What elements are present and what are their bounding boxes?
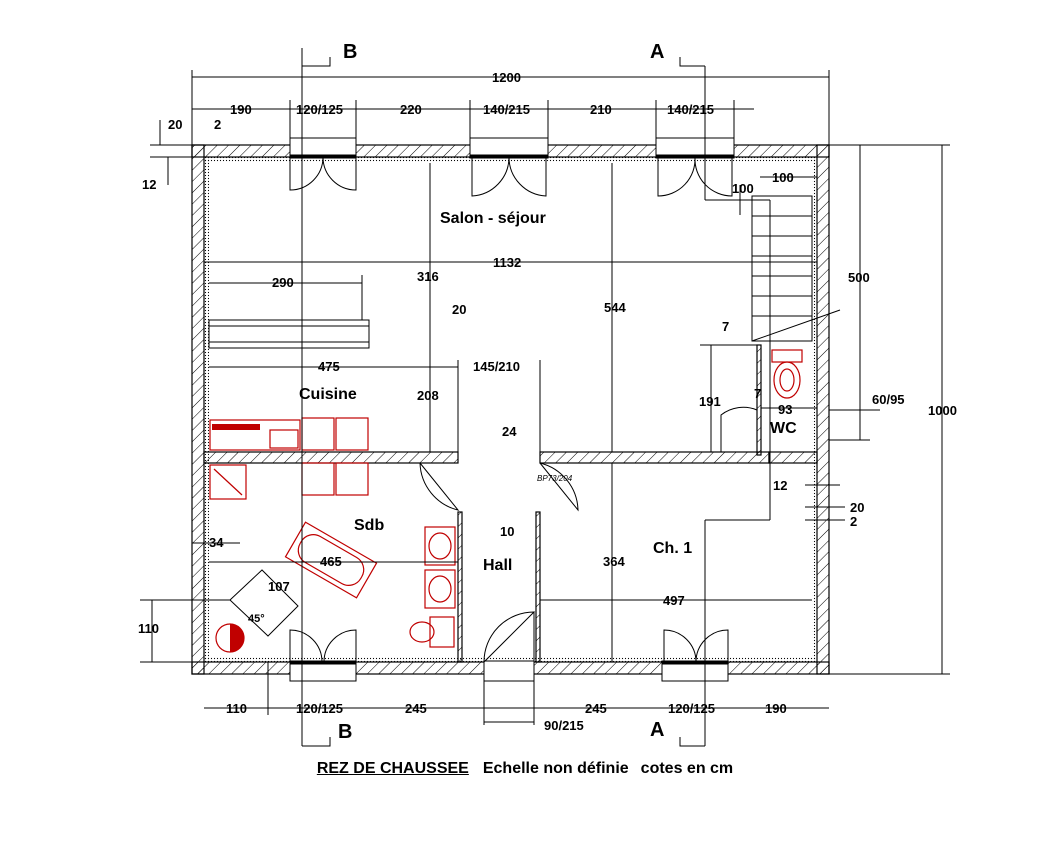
dim-107: 107 bbox=[268, 579, 290, 594]
dim-bottom-2: 120/125 bbox=[296, 701, 343, 716]
dim-bottom-1: 110 bbox=[226, 701, 247, 716]
dim-bp: BP73/204 bbox=[537, 474, 573, 483]
dim-10: 10 bbox=[500, 524, 514, 539]
dim-316: 316 bbox=[417, 269, 439, 284]
dim-500: 500 bbox=[848, 270, 870, 285]
dim-208: 208 bbox=[417, 388, 439, 403]
dim-45deg: 45° bbox=[248, 613, 265, 625]
dim-bottom-3: 245 bbox=[405, 701, 427, 716]
dim-total-width: 1200 bbox=[492, 70, 521, 85]
dim-1000: 1000 bbox=[928, 403, 957, 418]
plan-caption: REZ DE CHAUSSEE Echelle non définie cotes … bbox=[0, 760, 1050, 778]
dim-544: 544 bbox=[604, 300, 626, 315]
dim-2-r: 2 bbox=[850, 514, 857, 529]
dim-497: 497 bbox=[663, 593, 685, 608]
dim-top-5: 210 bbox=[590, 102, 612, 117]
door-swings-bottom bbox=[289, 611, 729, 663]
dim-364: 364 bbox=[603, 554, 625, 569]
window-swings-top bbox=[289, 156, 733, 197]
dim-top-1: 190 bbox=[230, 102, 252, 117]
section-a-bottom: A bbox=[650, 719, 664, 741]
dim-bottom-4: 245 bbox=[585, 701, 607, 716]
room-cuisine: Cuisine bbox=[299, 386, 357, 403]
dim-bottom-5: 120/125 bbox=[668, 701, 715, 716]
dim-1132: 1132 bbox=[493, 255, 521, 270]
room-labels: Salon - séjour Cuisine Sdb Hall Ch. 1 WC bbox=[299, 210, 797, 574]
room-wc: WC bbox=[770, 420, 797, 437]
dim-34: 34 bbox=[209, 535, 224, 550]
dim-top-4: 140/215 bbox=[483, 102, 530, 117]
dim-475: 475 bbox=[318, 359, 340, 374]
section-a-top: A bbox=[650, 41, 664, 63]
wc-door bbox=[720, 406, 758, 452]
dim-145210: 145/210 bbox=[473, 359, 520, 374]
dim-wall-2: 2 bbox=[214, 117, 221, 132]
caption-units: cotes en cm bbox=[640, 760, 734, 777]
dim-door-entry: 90/215 bbox=[544, 718, 584, 733]
dim-7-b: 7 bbox=[754, 386, 761, 401]
room-hall: Hall bbox=[483, 557, 512, 574]
section-b-bottom: B bbox=[338, 721, 352, 743]
dim-12-r: 12 bbox=[773, 478, 787, 493]
bathroom-fixtures bbox=[209, 464, 456, 653]
dimension-lines bbox=[140, 48, 950, 747]
room-ch1: Ch. 1 bbox=[653, 540, 692, 557]
dim-24: 24 bbox=[502, 424, 517, 439]
dim-110-v: 110 bbox=[138, 621, 159, 636]
dim-191: 191 bbox=[699, 394, 721, 409]
dim-wall-12: 12 bbox=[142, 177, 156, 192]
caption-scale: Echelle non définie bbox=[482, 760, 629, 777]
dim-top-2: 120/125 bbox=[296, 102, 343, 117]
kitchen-furniture bbox=[209, 417, 369, 496]
dim-20-b: 20 bbox=[452, 302, 466, 317]
dim-top-6: 140/215 bbox=[667, 102, 714, 117]
windows-bottom bbox=[289, 660, 729, 682]
dim-wall-20: 20 bbox=[168, 117, 182, 132]
dim-93: 93 bbox=[778, 402, 792, 417]
room-sdb: Sdb bbox=[354, 517, 384, 534]
section-markers: B A B A bbox=[338, 41, 664, 743]
caption-title: REZ DE CHAUSSEE bbox=[316, 760, 469, 777]
dimension-labels: 1200 190 120/125 220 140/215 210 140/215… bbox=[138, 70, 957, 733]
dim-290: 290 bbox=[272, 275, 294, 290]
section-b-top: B bbox=[343, 41, 357, 63]
hall-doors bbox=[419, 462, 579, 512]
dim-465: 465 bbox=[320, 554, 342, 569]
interior-walls bbox=[203, 319, 818, 663]
windows-top bbox=[289, 137, 735, 159]
room-salon: Salon - séjour bbox=[440, 210, 546, 227]
dim-7-a: 7 bbox=[722, 319, 729, 334]
dim-6095: 60/95 bbox=[872, 392, 905, 407]
dim-100-a: 100 bbox=[772, 170, 794, 185]
dim-top-3: 220 bbox=[400, 102, 422, 117]
toilet-wc bbox=[771, 349, 803, 399]
staircase bbox=[751, 195, 841, 342]
dim-100-b: 100 bbox=[732, 181, 754, 196]
dim-20-r: 20 bbox=[850, 500, 864, 515]
dim-bottom-6: 190 bbox=[765, 701, 787, 716]
